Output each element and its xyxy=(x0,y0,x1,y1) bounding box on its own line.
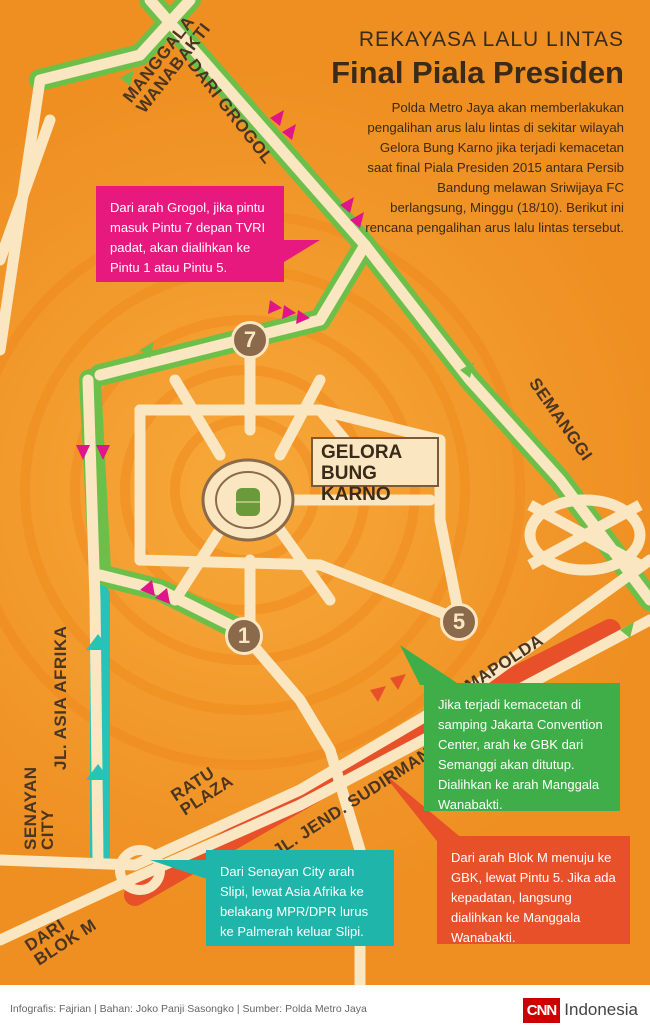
traffic-map xyxy=(0,0,650,985)
intro-text: Polda Metro Jaya akan memberlakukan peng… xyxy=(365,100,624,235)
gbk-line1: GELORA xyxy=(321,442,403,463)
callout-grogol: Dari arah Grogol, jika pintu masuk Pintu… xyxy=(96,186,284,282)
arrow-markers-magenta xyxy=(76,110,364,604)
callout-blok-m: Dari arah Blok M menuju ke GBK, lewat Pi… xyxy=(437,836,630,945)
gate-7-marker: 7 xyxy=(231,321,269,359)
senayan-roundabout xyxy=(115,845,165,895)
label-senayan-line2: CITY xyxy=(38,809,57,850)
label-senayan-line1: SENAYAN xyxy=(21,766,40,850)
cnn-logo: CNN xyxy=(522,997,561,1023)
brand: CNN Indonesia xyxy=(522,995,638,1025)
callout-senayan: Dari Senayan City arah Slipi, lewat Asia… xyxy=(206,850,394,946)
callout-semanggi: Jika terjadi kemacetan di samping Jakart… xyxy=(424,683,620,812)
label-asia-afrika: JL. ASIA AFRIKA xyxy=(51,625,70,770)
brand-name: Indonesia xyxy=(564,1000,638,1019)
footer: Infografis: Fajrian | Bahan: Joko Panji … xyxy=(0,985,650,1034)
gate-1-marker: 1 xyxy=(225,617,263,655)
header-subtitle: REKAYASA LALU LINTAS xyxy=(358,28,624,51)
footer-credits: Infografis: Fajrian | Bahan: Joko Panji … xyxy=(10,1003,367,1015)
arrow-markers-green xyxy=(120,70,634,638)
route-red xyxy=(124,619,621,906)
stadium-icon xyxy=(201,458,295,542)
label-senayan-city: SENAYAN CITY xyxy=(21,766,57,850)
gate-5-marker: 5 xyxy=(440,603,478,641)
arrow-markers-teal xyxy=(86,634,110,780)
gbk-line2: BUNG KARNO xyxy=(321,463,391,505)
semanggi-interchange xyxy=(524,494,646,576)
arrow-markers-red xyxy=(370,674,406,702)
header-title: Final Piala Presiden xyxy=(331,55,624,90)
gbk-landmark-label: GELORA BUNG KARNO xyxy=(311,437,439,505)
